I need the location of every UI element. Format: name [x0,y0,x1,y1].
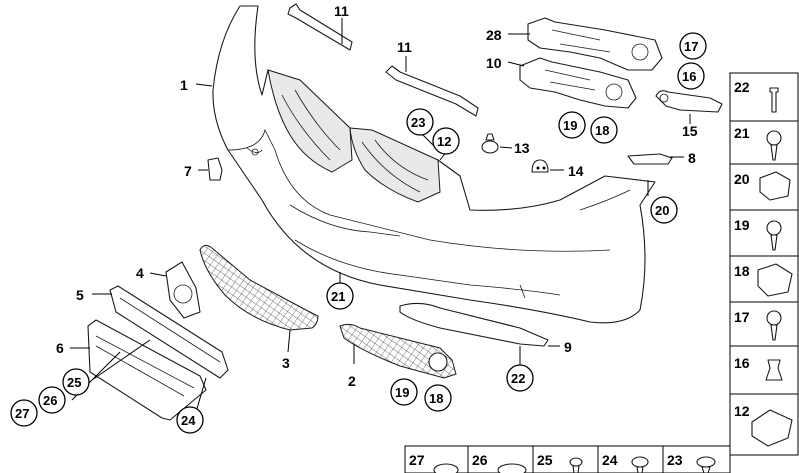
bumper-cover [212,5,656,324]
plug-16-glyph [765,359,783,381]
bracket-28 [527,17,663,71]
bracket-15 [655,90,723,113]
callout-7: 7 [184,163,192,179]
callout-9: 9 [564,339,572,355]
callout-17: 17 [684,39,698,54]
trim-strip-11b [385,65,479,117]
callout-28: 28 [486,27,502,43]
callout-labels: 1 2 3 4 5 6 7 8 9 10 11 11 13 14 15 28 [56,3,698,389]
callout-20: 20 [655,203,669,218]
callout-10: 10 [486,55,502,71]
bracket-8 [627,153,673,165]
nut-20-glyph [759,171,791,201]
callout-12: 12 [437,134,451,149]
screw-19-glyph [766,220,782,236]
callout-27: 27 [15,406,29,421]
callout-18b: 18 [429,391,443,406]
legend-23: 23 [667,452,683,468]
cover-7 [207,157,223,181]
callout-23: 23 [411,115,425,130]
legend-25: 25 [537,452,553,468]
right-legend-panel: 22 21 20 19 18 17 16 12 [729,72,799,456]
callout-1: 1 [180,77,188,93]
legend-22: 22 [734,79,750,95]
clip-18-glyph [757,263,793,297]
center-grille [199,244,319,331]
legend-18: 18 [734,263,750,279]
rivet-22-glyph [769,87,779,113]
callout-25: 25 [67,375,81,390]
clip-12-glyph [751,409,793,447]
legend-26: 26 [472,452,488,468]
screw-17-glyph [766,310,782,326]
screw-21-glyph [766,130,782,146]
clip-14 [531,159,549,173]
fog-cover-4 [165,261,201,319]
callout-16: 16 [682,69,696,84]
callout-18a: 18 [595,123,609,138]
legend-21: 21 [734,125,750,141]
bottom-legend-strip: 27 26 25 24 23 [404,445,731,473]
legend-20: 20 [734,171,750,187]
callout-21: 21 [331,289,345,304]
legend-24: 24 [602,452,618,468]
strip-9 [399,302,549,347]
legend-17: 17 [734,309,750,325]
plate-base-6 [87,319,207,421]
callout-13: 13 [514,140,530,156]
callout-5: 5 [76,287,84,303]
callout-11b: 11 [397,39,412,55]
legend-12: 12 [734,403,750,419]
circled-callouts: 23 12 17 16 19 18 20 21 22 19 18 25 26 2… [10,32,707,434]
callout-8: 8 [688,150,696,166]
trim-strip-11a [287,3,353,51]
callout-22: 22 [511,371,525,386]
legend-19: 19 [734,217,750,233]
callout-4: 4 [136,265,144,281]
bracket-5 [109,285,229,379]
callout-26: 26 [43,393,57,408]
callout-19a: 19 [563,118,577,133]
legend-16: 16 [734,355,750,371]
callout-3: 3 [282,355,290,371]
callout-2: 2 [348,373,356,389]
callout-15: 15 [682,123,698,139]
callout-19b: 19 [395,385,409,400]
callout-14: 14 [568,163,584,179]
callout-6: 6 [56,340,64,356]
side-grille [339,323,457,379]
legend-27: 27 [409,452,425,468]
clip-13 [481,133,499,154]
callout-24: 24 [181,413,196,428]
callout-11a: 11 [334,3,349,19]
